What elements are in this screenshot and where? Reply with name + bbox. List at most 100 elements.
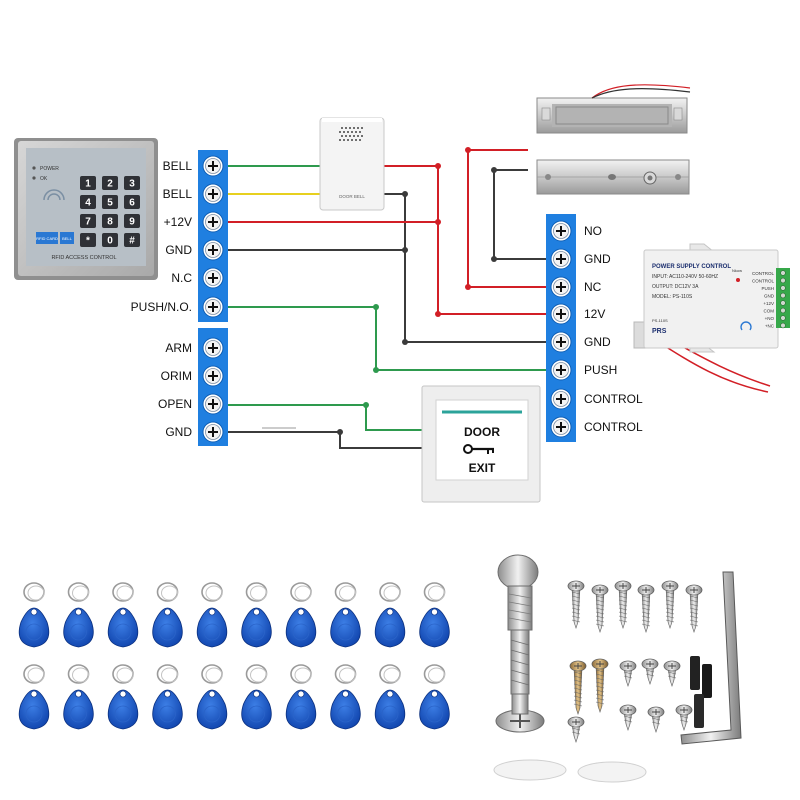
psu-model-bottom: PS-110S bbox=[652, 318, 668, 323]
terminal-right-6 bbox=[550, 359, 572, 381]
long-screw bbox=[637, 584, 655, 633]
rfid-tag bbox=[18, 664, 50, 730]
terminal-label-left-4: GND bbox=[165, 243, 192, 257]
psu-timer-knob-icon bbox=[740, 321, 752, 331]
terminal-label-right-2: GND bbox=[584, 252, 611, 266]
psu-terminal-label-6: COM bbox=[764, 309, 775, 314]
terminal-left-4 bbox=[202, 239, 224, 261]
terminal-label-left-3: +12V bbox=[164, 215, 192, 229]
svg-text:0: 0 bbox=[107, 236, 113, 247]
terminal-left-6 bbox=[202, 296, 224, 318]
svg-text:1: 1 bbox=[85, 179, 91, 190]
psu-terminal-label-5: +12V bbox=[763, 301, 774, 306]
keypad-key-6: 6 bbox=[124, 195, 140, 209]
svg-text:9: 9 bbox=[129, 217, 135, 228]
psu-power-led bbox=[736, 278, 740, 282]
wire-lock-red bbox=[467, 149, 548, 288]
screws bbox=[567, 580, 703, 743]
hex-key bbox=[680, 571, 742, 745]
terminal-label-right-5: GND bbox=[584, 335, 611, 349]
terminal-label-left-bottom-1: ARM bbox=[165, 341, 192, 355]
terminal-label-left-bottom-2: ORIM bbox=[161, 369, 192, 383]
rfid-tag bbox=[196, 582, 228, 648]
rfid-tag bbox=[419, 664, 450, 730]
psu-spec-2: OUTPUT: DC12V 3A bbox=[652, 284, 699, 290]
wire-open bbox=[226, 404, 424, 431]
svg-text:#: # bbox=[129, 236, 135, 247]
card-area-label: RFID CARD bbox=[36, 236, 58, 241]
exit-button-line2: EXIT bbox=[469, 461, 496, 475]
svg-text:6: 6 bbox=[129, 198, 135, 209]
rfid-tag bbox=[241, 582, 272, 648]
keypad-key-1: 1 bbox=[80, 176, 96, 190]
terminal-label-right-1: NO bbox=[584, 224, 602, 238]
svg-text:2: 2 bbox=[107, 179, 113, 190]
bell-label: DOOR BELL bbox=[339, 194, 365, 199]
exit-button-line1: DOOR bbox=[464, 425, 500, 439]
terminal-left-2 bbox=[202, 183, 224, 205]
keypad-key-0: 0 bbox=[102, 233, 118, 247]
terminal-label-left-6: PUSH/N.O. bbox=[131, 300, 192, 314]
psu-terminal-label-1: CONTROL bbox=[752, 271, 774, 276]
led-label-power: POWER bbox=[40, 166, 59, 172]
keypad-key-8: 8 bbox=[102, 214, 118, 228]
psu-spec-3: MODEL: PS-110S bbox=[652, 294, 693, 300]
power-supply: POWER SUPPLY CONTROL INPUT: AC110-240V 5… bbox=[633, 243, 790, 353]
terminal-label-right-6: PUSH bbox=[584, 363, 617, 377]
rfid-tag bbox=[330, 664, 361, 730]
svg-text:5: 5 bbox=[107, 198, 113, 209]
long-screw bbox=[685, 584, 703, 633]
wires bbox=[226, 147, 771, 449]
rfid-tags bbox=[18, 582, 450, 730]
long-screw bbox=[661, 580, 679, 629]
terminal-left-3 bbox=[202, 211, 224, 233]
door-bell-unit: DOOR BELL bbox=[319, 117, 385, 211]
svg-text:3: 3 bbox=[129, 179, 135, 190]
keypad-key-2: 2 bbox=[102, 176, 118, 190]
terminal-left-5 bbox=[202, 267, 224, 289]
keypad-key-5: 5 bbox=[102, 195, 118, 209]
wall-anchors bbox=[690, 656, 712, 728]
long-screw bbox=[591, 584, 609, 633]
rfid-tag bbox=[285, 664, 317, 730]
keypad-leds: POWER OK bbox=[32, 166, 59, 182]
terminal-right-3 bbox=[550, 276, 572, 298]
svg-text:4: 4 bbox=[85, 198, 91, 209]
washer-1 bbox=[493, 759, 567, 781]
terminal-strip-left-top bbox=[198, 150, 228, 322]
rfid-tag bbox=[107, 664, 139, 730]
svg-text:*: * bbox=[86, 236, 90, 247]
bell-speaker-grille bbox=[339, 127, 363, 141]
terminal-right-7 bbox=[550, 388, 572, 410]
washer-2 bbox=[577, 761, 647, 783]
terminal-left-bottom-4 bbox=[202, 421, 224, 443]
short-screw bbox=[641, 658, 659, 685]
terminal-label-right-8: CONTROL bbox=[584, 420, 643, 434]
rfid-tag bbox=[152, 582, 183, 648]
keypad-key-*: * bbox=[80, 233, 96, 247]
rfid-tag bbox=[152, 664, 183, 730]
bell-button-label: BELL bbox=[62, 236, 73, 241]
rfid-tag bbox=[374, 664, 406, 730]
led-label-ok: OK bbox=[40, 176, 48, 182]
terminal-label-left-bottom-3: OPEN bbox=[158, 397, 192, 411]
psu-title: POWER SUPPLY CONTROL bbox=[652, 264, 731, 270]
short-screw bbox=[675, 704, 693, 731]
short-screw bbox=[567, 716, 585, 743]
psu-spec-1: INPUT: AC110-240V 50-60HZ bbox=[652, 274, 718, 280]
short-screw bbox=[619, 660, 637, 687]
key-icon bbox=[463, 444, 494, 454]
keypad-caption: RFID ACCESS CONTROL bbox=[51, 255, 116, 261]
keypad-key-#: # bbox=[124, 233, 140, 247]
terminal-right-1 bbox=[550, 220, 572, 242]
junctions bbox=[363, 304, 379, 408]
short-screw bbox=[647, 706, 665, 733]
brass-screw bbox=[591, 658, 609, 713]
door-exit-button: DOOR EXIT bbox=[421, 385, 541, 503]
